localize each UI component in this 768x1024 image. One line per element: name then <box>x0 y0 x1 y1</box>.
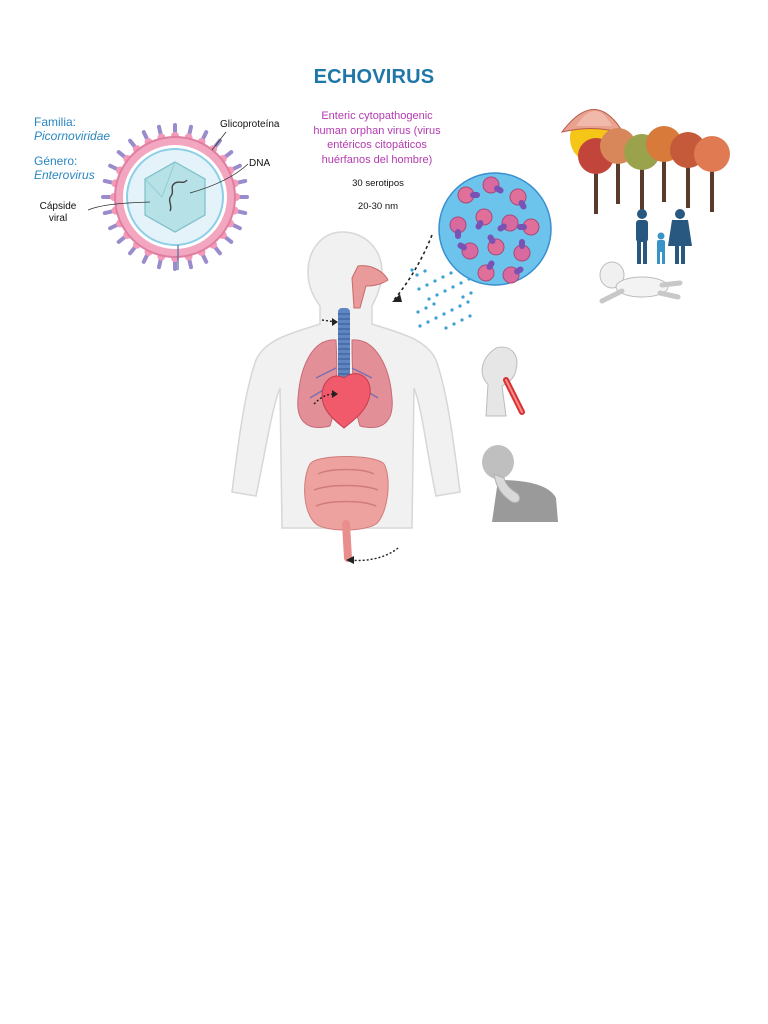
genus-value: Enterovirus <box>34 168 95 182</box>
infant-illustration <box>599 261 683 304</box>
genus-label: Género: <box>34 154 78 168</box>
page-title: ECHOVIRUS <box>313 66 435 88</box>
sore-throat-illustration <box>481 346 525 417</box>
virus-full-name: Enteric cytopathogenic human orphan viru… <box>313 110 441 166</box>
outdoor-family-illustration <box>560 109 730 264</box>
virion-diagram <box>101 123 249 271</box>
droplets-illustration <box>392 234 473 330</box>
family-value: Picornoviridae <box>34 129 111 143</box>
capsid-label: Cápside viral <box>39 201 77 224</box>
coughing-person-illustration <box>482 445 558 522</box>
serotypes-label: 30 serotipos <box>352 178 404 189</box>
label-leaders <box>87 131 249 211</box>
virus-particle-illustration <box>438 172 552 286</box>
glycoprotein-label: Glicoproteína <box>220 119 280 130</box>
dna-label: DNA <box>249 158 271 169</box>
size-label: 20-30 nm <box>357 201 399 212</box>
human-body-illustration <box>231 231 461 564</box>
family-label: Familia: <box>34 115 77 129</box>
